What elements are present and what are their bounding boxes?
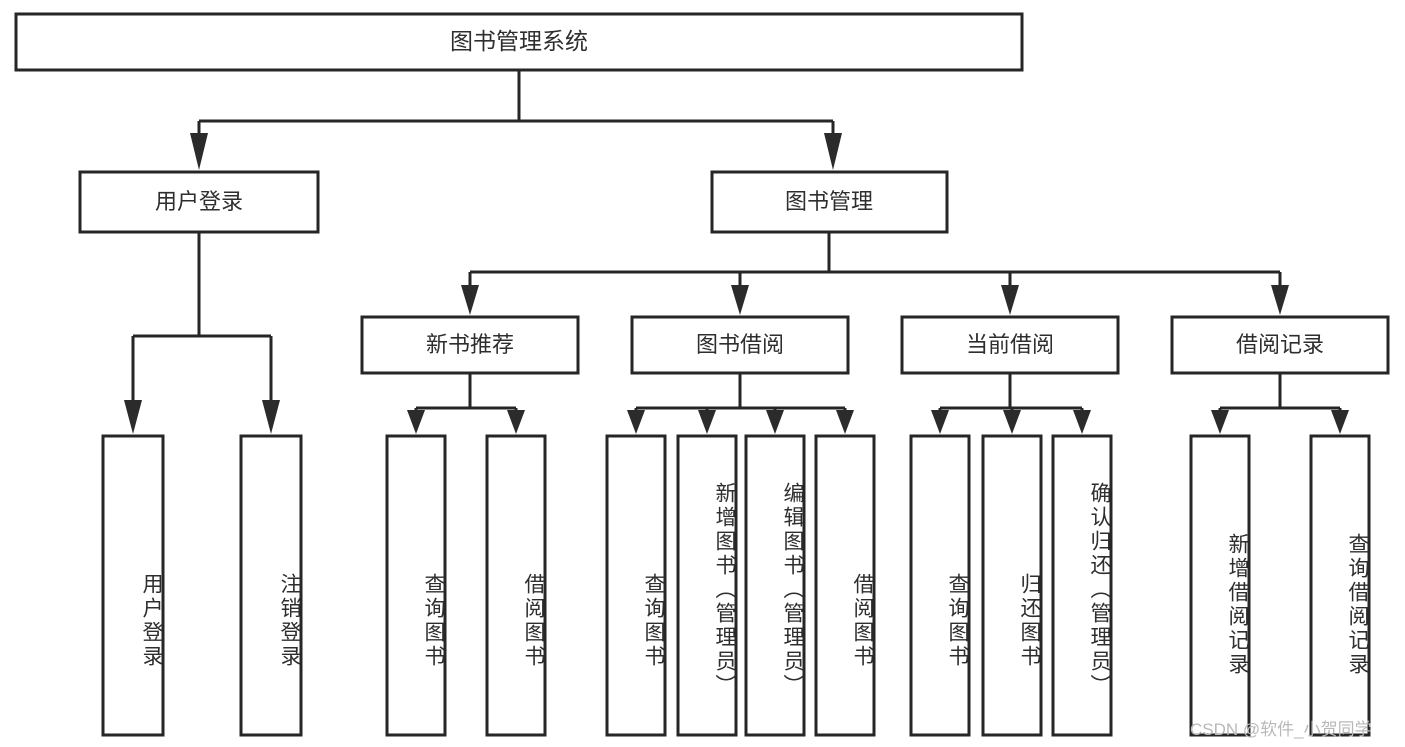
arrow-to-leaf-query-record [1331,410,1349,434]
connector-book-manage-to-level3 [461,232,1289,315]
connector-user-login-to-leaves [124,232,280,434]
arrow-to-book-borrow [731,285,749,315]
node-root-rect[interactable] [14,12,1024,72]
arrow-to-user-login [190,133,208,170]
arrow-to-leaf-logout-login [262,400,280,434]
connector-current-borrow-to-leaves [931,373,1091,434]
node-new-book-recommend[interactable]: 新书推荐 [360,315,580,375]
connector-book-borrow-to-leaves [627,373,854,434]
node-new-book-recommend-label: 新书推荐 [426,332,514,357]
connector-borrow-record-to-leaves [1211,373,1349,434]
watermark: CSDN @软件_小贺同学 [1190,720,1372,739]
arrow-to-current-borrow [1001,285,1019,315]
leaf-query-record-rect[interactable] [1309,434,1371,737]
leaf-confirm-return-rect[interactable] [1051,434,1113,737]
leaf-query-book-1-rect[interactable] [385,434,447,737]
node-user-login[interactable]: 用户登录 [78,170,320,234]
node-new-book-recommend-rect[interactable] [360,315,580,375]
node-user-login-label: 用户登录 [155,189,243,214]
node-current-borrow[interactable]: 当前借阅 [900,315,1120,375]
leaf-return-book-rect[interactable] [981,434,1043,737]
arrow-to-leaf-borrow-book-2 [836,410,854,434]
node-book-manage[interactable]: 图书管理 [710,170,949,234]
leaf-logout-login-rect[interactable] [239,434,303,737]
node-user-login-rect[interactable] [78,170,320,234]
arrow-to-leaf-return-book [1003,410,1021,434]
arrow-to-leaf-borrow-book-1 [507,410,525,434]
arrow-to-leaf-user-login [124,400,142,434]
node-book-borrow-label: 图书借阅 [696,332,784,357]
arrow-to-leaf-confirm-return [1073,410,1091,434]
node-current-borrow-rect[interactable] [900,315,1120,375]
node-root-label: 图书管理系统 [450,28,588,54]
leaf-query-book-3-rect[interactable] [909,434,971,737]
arrow-to-borrow-record [1271,285,1289,315]
arrow-to-leaf-edit-book [766,410,784,434]
node-borrow-record[interactable]: 借阅记录 [1170,315,1390,375]
connector-root-to-level2 [190,70,842,170]
arrow-to-leaf-query-book-3 [931,410,949,434]
node-book-borrow[interactable]: 图书借阅 [630,315,850,375]
node-root[interactable]: 图书管理系统 [14,12,1024,72]
arrow-to-new-book-recommend [461,285,479,315]
leaf-add-book-rect[interactable] [676,434,738,737]
arrow-to-leaf-add-book [698,410,716,434]
leaf-borrow-book-2-rect[interactable] [814,434,876,737]
connector-new-book-recommend-to-leaves [407,373,525,434]
arrow-to-book-manage [824,133,842,170]
node-borrow-record-label: 借阅记录 [1236,332,1324,357]
leaf-edit-book-rect[interactable] [744,434,806,737]
arrow-to-leaf-query-book-1 [407,410,425,434]
leaf-add-record-rect[interactable] [1189,434,1251,737]
leaf-borrow-book-1-rect[interactable] [485,434,547,737]
leaf-boxes [101,434,1371,737]
arrow-to-leaf-add-record [1211,410,1229,434]
arrow-to-leaf-query-book-2 [627,410,645,434]
node-current-borrow-label: 当前借阅 [966,332,1054,357]
leaf-query-book-2-rect[interactable] [605,434,667,737]
leaf-user-login-rect[interactable] [101,434,165,737]
node-book-manage-label: 图书管理 [785,189,873,214]
